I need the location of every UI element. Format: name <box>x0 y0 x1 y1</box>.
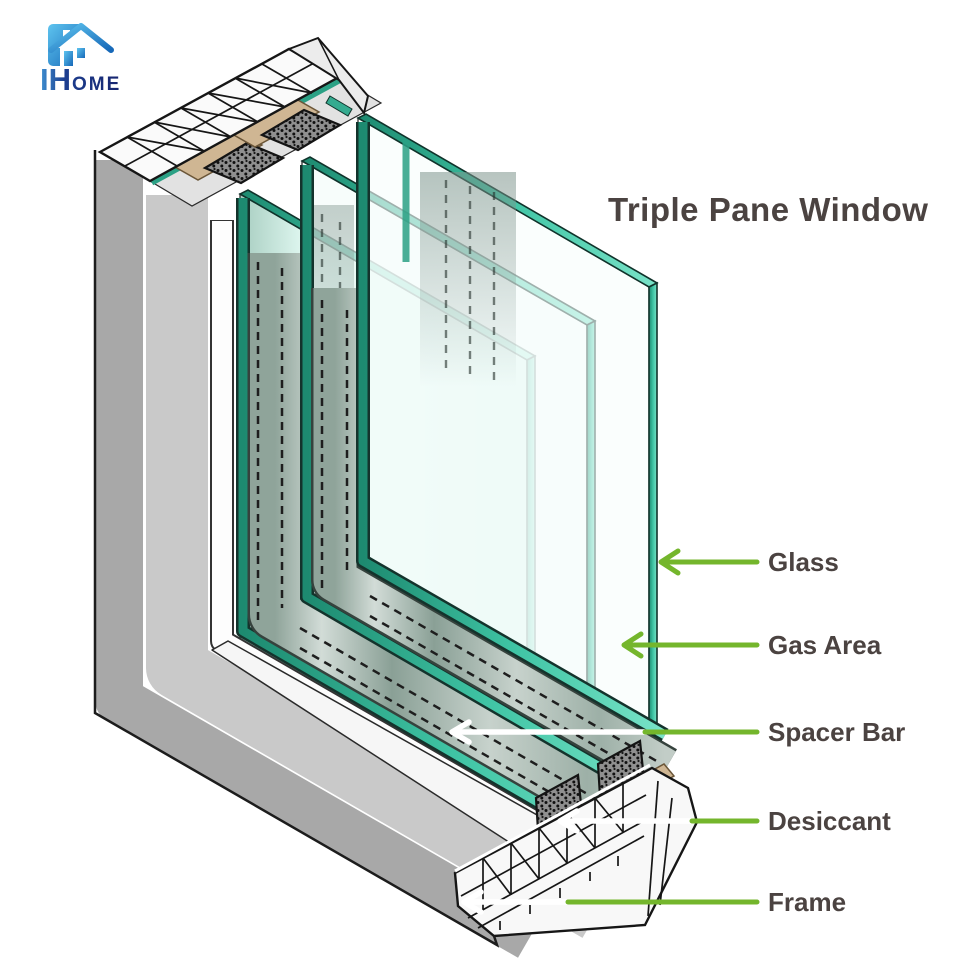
glazing-bead-front <box>325 95 353 117</box>
callouts: Glass Gas Area Spacer Bar Desiccant Fram… <box>449 547 905 917</box>
gas-area-label: Gas Area <box>768 630 882 660</box>
callout-spacer-bar: Spacer Bar <box>449 717 905 747</box>
page-title: Triple Pane Window <box>608 191 928 228</box>
top-cross-section <box>97 36 383 207</box>
spacer-perforations <box>256 262 661 858</box>
logo-house-icon <box>48 23 114 66</box>
spacer-bar-arrow-icon <box>449 719 472 745</box>
logo: IHOME <box>40 23 121 97</box>
callout-glass: Glass <box>658 547 839 577</box>
desiccant-top-back <box>202 141 286 185</box>
frame-outline <box>93 150 500 948</box>
bottom-cross-section <box>453 739 699 938</box>
glass-label: Glass <box>768 547 839 577</box>
frame-cap-top <box>286 36 370 116</box>
desiccant-arrow-icon <box>557 808 580 834</box>
logo-text: IHOME <box>40 62 121 97</box>
glazing-edge-bands <box>236 122 679 883</box>
gas-area-arrow-icon <box>621 631 644 659</box>
frame-arrow-icon <box>461 889 484 915</box>
truss-pattern-bottom <box>460 780 673 930</box>
glass-edge-left-back <box>238 198 668 880</box>
frame-outer-face <box>95 160 542 958</box>
truss-pattern-top <box>124 62 315 167</box>
spacer-bar-label: Spacer Bar <box>768 717 905 747</box>
callout-gas-area: Gas Area <box>621 630 882 660</box>
callout-frame: Frame <box>461 887 846 917</box>
frame-inner-face <box>146 195 614 938</box>
glass-edge-left-middle <box>302 165 668 809</box>
spacer-face-gap-front <box>420 172 516 387</box>
callout-desiccant: Desiccant <box>557 806 891 836</box>
frame-truss-bottom <box>453 763 699 938</box>
glass-edge-left-front <box>358 122 668 739</box>
glass-arrow-icon <box>658 548 681 576</box>
desiccant-top-front <box>259 108 343 152</box>
frame-label: Frame <box>768 887 846 917</box>
spacer-bar-front <box>313 288 676 789</box>
glass-edge-right-front <box>648 281 658 792</box>
frame-truss-top <box>97 36 370 183</box>
desiccant-label: Desiccant <box>768 806 891 836</box>
